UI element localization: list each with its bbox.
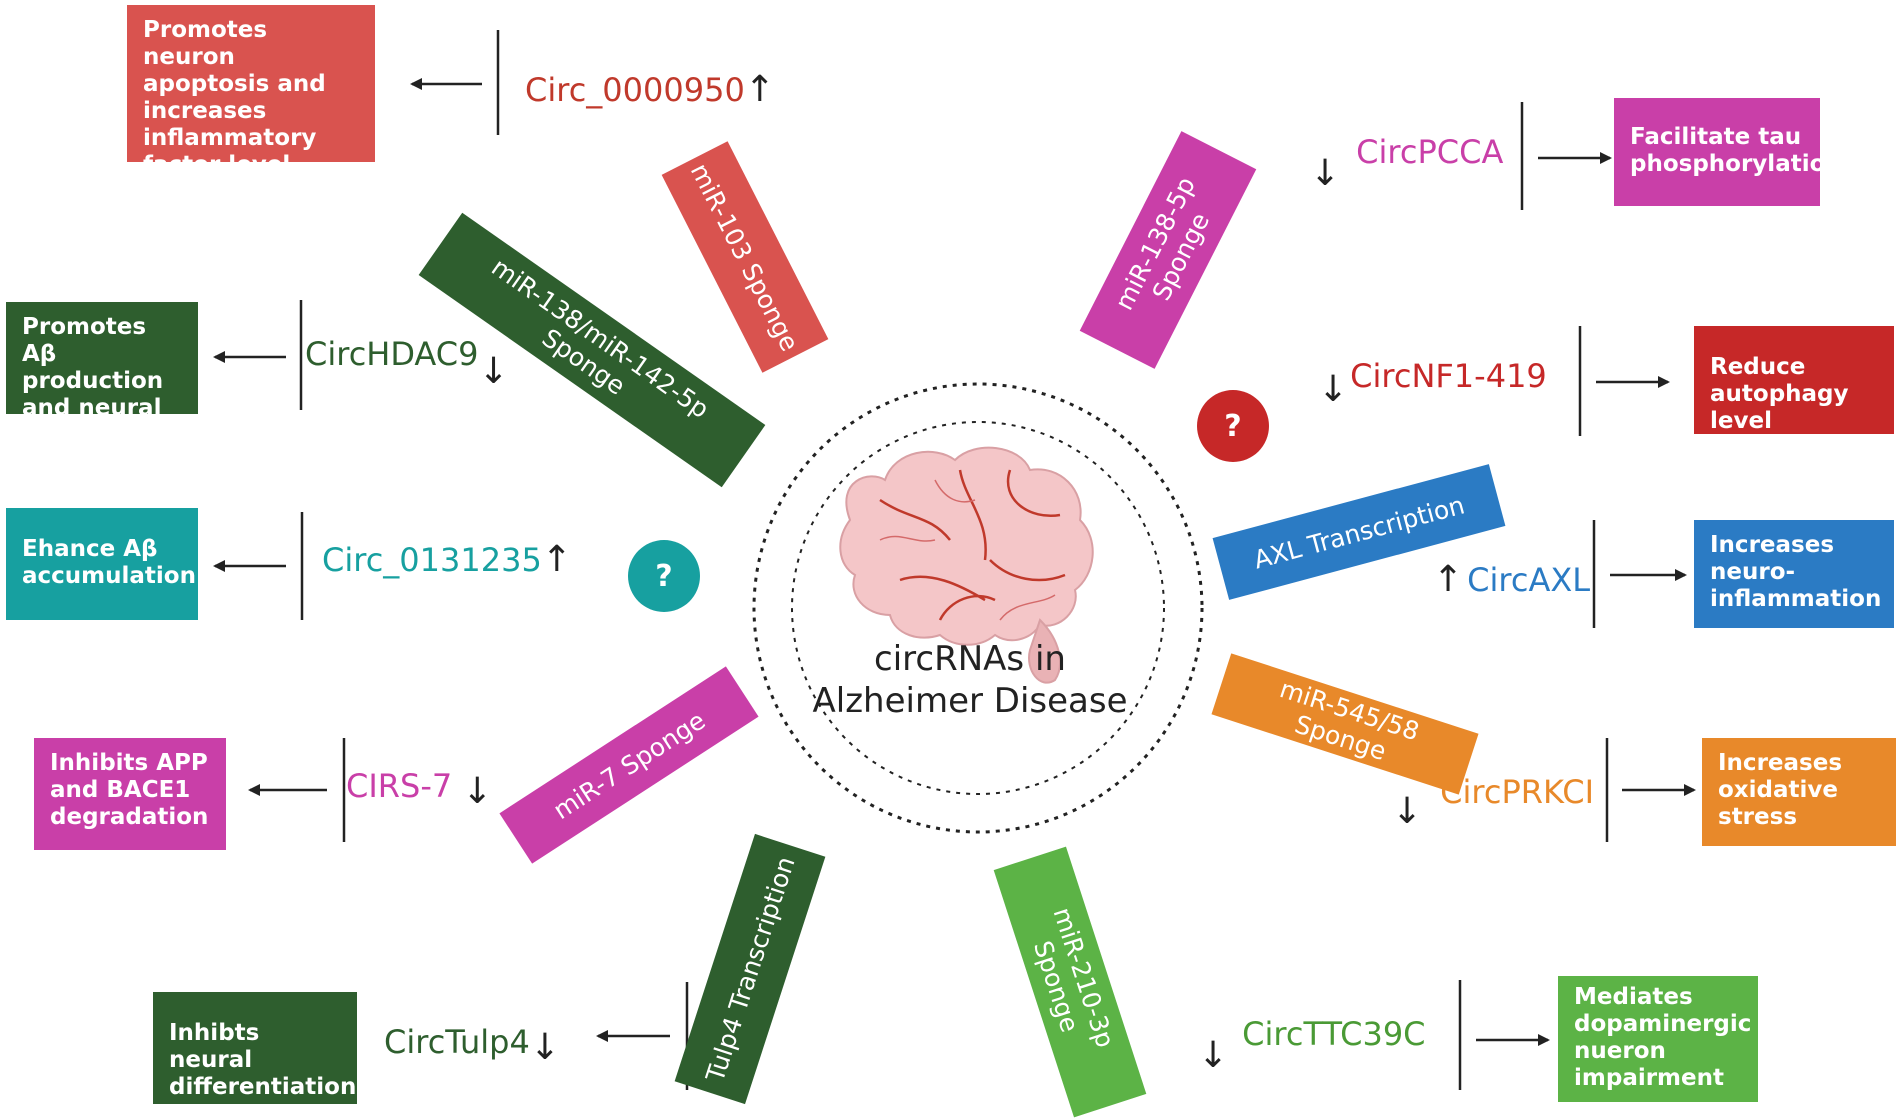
effect-box-circttc39c: Mediates dopaminergic nueron impairment xyxy=(1558,976,1758,1102)
up-arrow-icon: ↑ xyxy=(744,69,775,110)
circrna-label-circprkci: ↓ CircPRKCI xyxy=(1392,772,1594,832)
effect-text: Inhibits APP and BACE1 degradation xyxy=(50,750,209,830)
up-arrow-icon: ↑ xyxy=(1433,559,1464,600)
circrna-name: CircTulp4 xyxy=(384,1023,530,1061)
effect-box-circpcca: Facilitate tau phosphorylation xyxy=(1614,98,1820,206)
circrna-label-circaxl: ↑CircAXL xyxy=(1433,560,1590,600)
effect-text: Inhibts neural differentiation xyxy=(169,1020,357,1100)
circrna-name: CircPRKCI xyxy=(1440,773,1594,811)
down-arrow-icon: ↓ xyxy=(1392,791,1423,832)
result-arrows xyxy=(213,78,1696,1046)
effect-box-circtulp4: Inhibts neural differentiation xyxy=(153,992,357,1104)
effect-text: Facilitate tau phosphorylation xyxy=(1630,124,1820,177)
down-arrow-icon: ↓ xyxy=(1318,369,1349,410)
effect-box-circprkci: Increases oxidative stress xyxy=(1702,738,1896,846)
effect-text: Ehance Aβ accumulation xyxy=(22,536,196,589)
down-arrow-icon: ↓ xyxy=(478,351,509,392)
circrna-label-circhdac9: CircHDAC9↓ xyxy=(305,334,509,392)
effect-text: Promotes neuron apoptosis and increases … xyxy=(143,17,326,162)
circrna-label-circ-0000950: Circ_0000950↑ xyxy=(525,70,775,110)
circrna-label-circnf1: ↓CircNF1-419 xyxy=(1318,356,1547,410)
outer-dashed-ring xyxy=(752,382,1204,834)
circrna-name: CircAXL xyxy=(1467,561,1591,599)
effect-text: Reduce autophagy level xyxy=(1710,354,1849,434)
effect-box-cirs7: Inhibits APP and BACE1 degradation xyxy=(34,738,226,850)
down-arrow-icon: ↓ xyxy=(1310,153,1341,194)
down-arrow-icon: ↓ xyxy=(529,1027,560,1068)
effect-text: Promotes Aβ production and neural toxici… xyxy=(22,314,164,414)
circrna-label-circpcca: ↓ CircPCCA xyxy=(1310,132,1504,194)
inner-dashed-ring xyxy=(791,421,1165,795)
effect-text: Increases oxidative stress xyxy=(1718,750,1843,830)
effect-box-circhdac9: Promotes Aβ production and neural toxici… xyxy=(6,302,198,414)
circrna-label-circ-0131235: Circ_0131235↑ xyxy=(322,540,572,580)
down-arrow-icon: ↓ xyxy=(1198,1035,1229,1076)
effect-text: Mediates dopaminergic nueron impairment xyxy=(1574,984,1752,1091)
circrna-label-circtulp4: CircTulp4↓ xyxy=(384,1022,560,1068)
center-title: circRNAs in Alzheimer Disease xyxy=(812,639,1128,721)
circrna-name: CircHDAC9 xyxy=(305,335,479,373)
effect-text: Increases neuro- inflammation xyxy=(1710,532,1882,612)
circrna-name: CircNF1-419 xyxy=(1350,357,1547,395)
brain-illustration xyxy=(839,446,1094,684)
unknown-mechanism-circ-0131235: ? xyxy=(628,540,700,612)
circrna-label-circttc39c: ↓ CircTTC39C xyxy=(1198,1014,1426,1076)
down-arrow-icon: ↓ xyxy=(462,771,493,812)
circrna-name: Circ_0000950 xyxy=(525,71,745,109)
circrna-name: CircTTC39C xyxy=(1242,1015,1426,1053)
circrna-label-cirs7: CIRS-7↓ xyxy=(346,766,492,812)
effect-box-circaxl: Increases neuro- inflammation xyxy=(1694,520,1894,628)
up-arrow-icon: ↑ xyxy=(541,539,572,580)
circrna-name: CircPCCA xyxy=(1356,133,1504,171)
unknown-mechanism-circnf1: ? xyxy=(1197,390,1269,462)
effect-box-circ-0131235: Ehance Aβ accumulation xyxy=(6,508,198,620)
effect-box-circ-0000950: Promotes neuron apoptosis and increases … xyxy=(127,5,375,162)
circrna-name: CIRS-7 xyxy=(346,767,453,805)
circrna-name: Circ_0131235 xyxy=(322,541,542,579)
effect-box-circnf1: Reduce autophagy level xyxy=(1694,326,1894,434)
